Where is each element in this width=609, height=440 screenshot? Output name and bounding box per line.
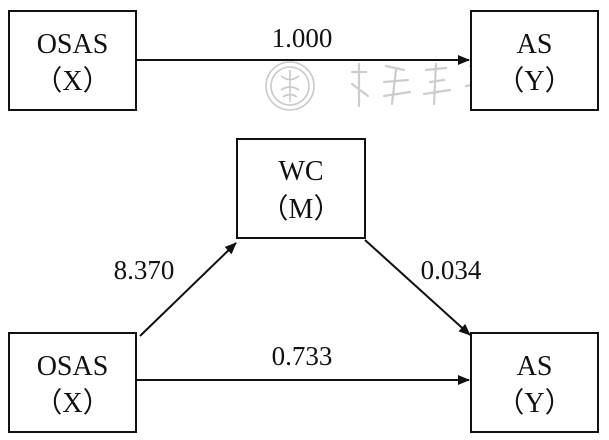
node-label-line2: （Y） bbox=[496, 65, 572, 97]
node-label-line2: （M） bbox=[261, 193, 342, 225]
node-label-line2: （X） bbox=[34, 387, 110, 419]
node-label-line1: OSAS bbox=[37, 351, 109, 382]
total-effect-model: OSAS （X） AS （Y） 1.000 bbox=[8, 10, 599, 111]
path-b-label: 0.034 bbox=[421, 255, 482, 285]
as-y-node-top: AS （Y） bbox=[470, 10, 599, 111]
path-b-arrow bbox=[364, 239, 471, 336]
node-label-line1: OSAS bbox=[37, 29, 109, 60]
node-label-line1: AS bbox=[517, 29, 553, 60]
osas-x-node-top: OSAS （X） bbox=[8, 10, 137, 111]
node-label-line1: WC bbox=[278, 156, 323, 187]
direct-effect-label: 0.733 bbox=[272, 341, 333, 371]
path-a-label: 8.370 bbox=[114, 255, 175, 285]
as-y-node-bottom: AS （Y） bbox=[470, 332, 599, 433]
node-label-line2: （Y） bbox=[496, 387, 572, 419]
medical-association-seal-icon bbox=[265, 61, 315, 111]
path-a-arrow bbox=[139, 242, 237, 337]
osas-x-node-bottom: OSAS （X） bbox=[8, 332, 137, 433]
wc-m-node: WC （M） bbox=[236, 138, 366, 239]
node-label-line1: AS bbox=[517, 351, 553, 382]
node-label-line2: （X） bbox=[34, 65, 110, 97]
mediation-model: WC （M） OSAS （X） AS （Y） 8.370 0.034 0.733 bbox=[8, 138, 599, 433]
total-effect-label: 1.000 bbox=[272, 23, 333, 53]
